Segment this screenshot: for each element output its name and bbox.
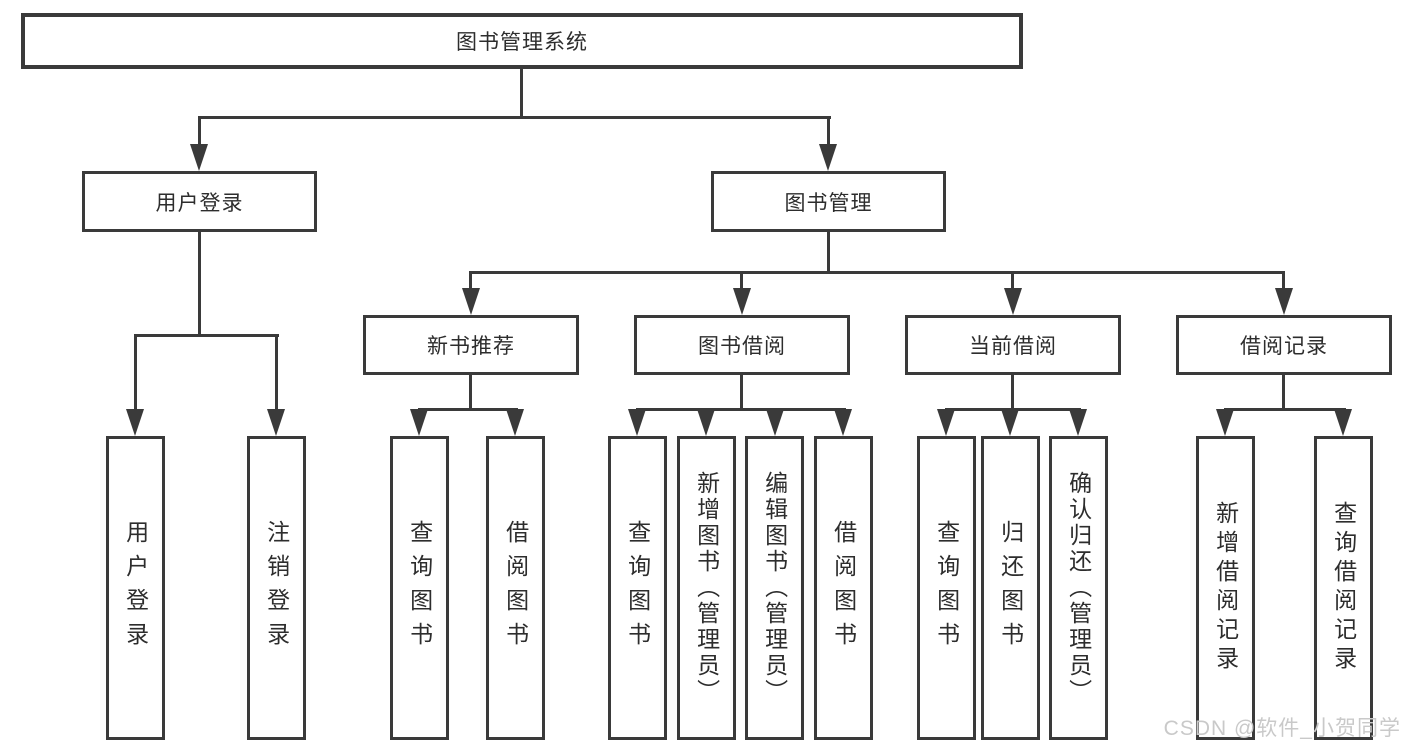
- arrowhead-icon: [628, 409, 646, 436]
- arrowhead-icon: [506, 409, 524, 436]
- arrowhead-icon: [1275, 288, 1293, 315]
- node-label: 新增图书（管理员）: [693, 471, 720, 705]
- node-label: 注销登录: [263, 520, 290, 656]
- arrowhead-icon: [1216, 409, 1234, 436]
- connector-line: [418, 408, 518, 411]
- leaf-query-book-current: 查询图书: [917, 436, 976, 740]
- connector-line: [198, 230, 201, 336]
- node-label: 用户登录: [155, 191, 244, 215]
- leaf-user-login: 用户登录: [106, 436, 165, 740]
- arrowhead-icon: [462, 288, 480, 315]
- connector-line: [1011, 271, 1014, 293]
- arrowhead-icon: [834, 409, 852, 436]
- connector-line: [469, 271, 472, 293]
- connector-line: [198, 116, 201, 146]
- connector-line: [636, 408, 846, 411]
- connector-line: [134, 334, 137, 412]
- arrowhead-icon: [819, 144, 837, 171]
- node-label: 借阅记录: [1240, 335, 1328, 358]
- arrowhead-icon: [410, 409, 428, 436]
- leaf-return-book: 归还图书: [981, 436, 1040, 740]
- node-label: 查询借阅记录: [1330, 501, 1357, 675]
- node-label: 查询图书: [624, 520, 651, 656]
- node-new-book-recommendation: 新书推荐: [363, 315, 579, 375]
- leaf-confirm-return-admin: 确认归还（管理员）: [1049, 436, 1108, 740]
- leaf-query-book-recommend: 查询图书: [390, 436, 449, 740]
- connector-line: [520, 67, 523, 118]
- node-label: 借阅图书: [830, 520, 857, 656]
- node-library-system: 图书管理系统: [21, 13, 1023, 69]
- arrowhead-icon: [697, 409, 715, 436]
- connector-line: [827, 230, 830, 274]
- node-label: 新增借阅记录: [1212, 501, 1239, 675]
- connector-line: [740, 271, 743, 293]
- node-label: 查询图书: [406, 520, 433, 656]
- arrowhead-icon: [267, 409, 285, 436]
- node-label: 图书管理系统: [456, 31, 588, 54]
- node-book-management: 图书管理: [711, 171, 946, 232]
- node-user-login: 用户登录: [82, 171, 317, 232]
- node-book-borrowing: 图书借阅: [634, 315, 850, 375]
- connector-line: [740, 373, 743, 411]
- node-label: 确认归还（管理员）: [1065, 471, 1092, 705]
- node-label: 图书借阅: [698, 335, 786, 358]
- csdn-watermark: CSDN @软件_小贺同学: [1163, 717, 1401, 740]
- node-label: 新书推荐: [427, 335, 515, 358]
- connector-line: [1011, 373, 1014, 411]
- arrowhead-icon: [1334, 409, 1352, 436]
- leaf-query-borrow-record: 查询借阅记录: [1314, 436, 1373, 740]
- node-borrowing-records: 借阅记录: [1176, 315, 1392, 375]
- connector-line: [1224, 408, 1346, 411]
- arrowhead-icon: [190, 144, 208, 171]
- arrowhead-icon: [1004, 288, 1022, 315]
- arrowhead-icon: [937, 409, 955, 436]
- connector-line: [198, 116, 831, 119]
- leaf-add-book-admin: 新增图书（管理员）: [677, 436, 736, 740]
- connector-line: [469, 271, 1285, 274]
- node-label: 查询图书: [933, 520, 960, 656]
- arrowhead-icon: [1001, 409, 1019, 436]
- leaf-borrow-book: 借阅图书: [814, 436, 873, 740]
- connector-line: [275, 334, 278, 412]
- connector-line: [469, 373, 472, 411]
- connector-line: [1282, 271, 1285, 293]
- arrowhead-icon: [733, 288, 751, 315]
- connector-line: [134, 334, 279, 337]
- node-label: 当前借阅: [969, 335, 1057, 358]
- connector-line: [827, 116, 830, 146]
- leaf-query-book-borrowing: 查询图书: [608, 436, 667, 740]
- connector-line: [1282, 373, 1285, 411]
- node-label: 归还图书: [997, 520, 1024, 656]
- node-current-borrowing: 当前借阅: [905, 315, 1121, 375]
- arrowhead-icon: [126, 409, 144, 436]
- leaf-borrow-book-recommend: 借阅图书: [486, 436, 545, 740]
- leaf-edit-book-admin: 编辑图书（管理员）: [745, 436, 804, 740]
- leaf-add-borrow-record: 新增借阅记录: [1196, 436, 1255, 740]
- arrowhead-icon: [766, 409, 784, 436]
- node-label: 图书管理: [784, 191, 873, 215]
- arrowhead-icon: [1069, 409, 1087, 436]
- node-label: 编辑图书（管理员）: [761, 471, 788, 705]
- node-label: 用户登录: [122, 520, 149, 656]
- leaf-logout: 注销登录: [247, 436, 306, 740]
- node-label: 借阅图书: [502, 520, 529, 656]
